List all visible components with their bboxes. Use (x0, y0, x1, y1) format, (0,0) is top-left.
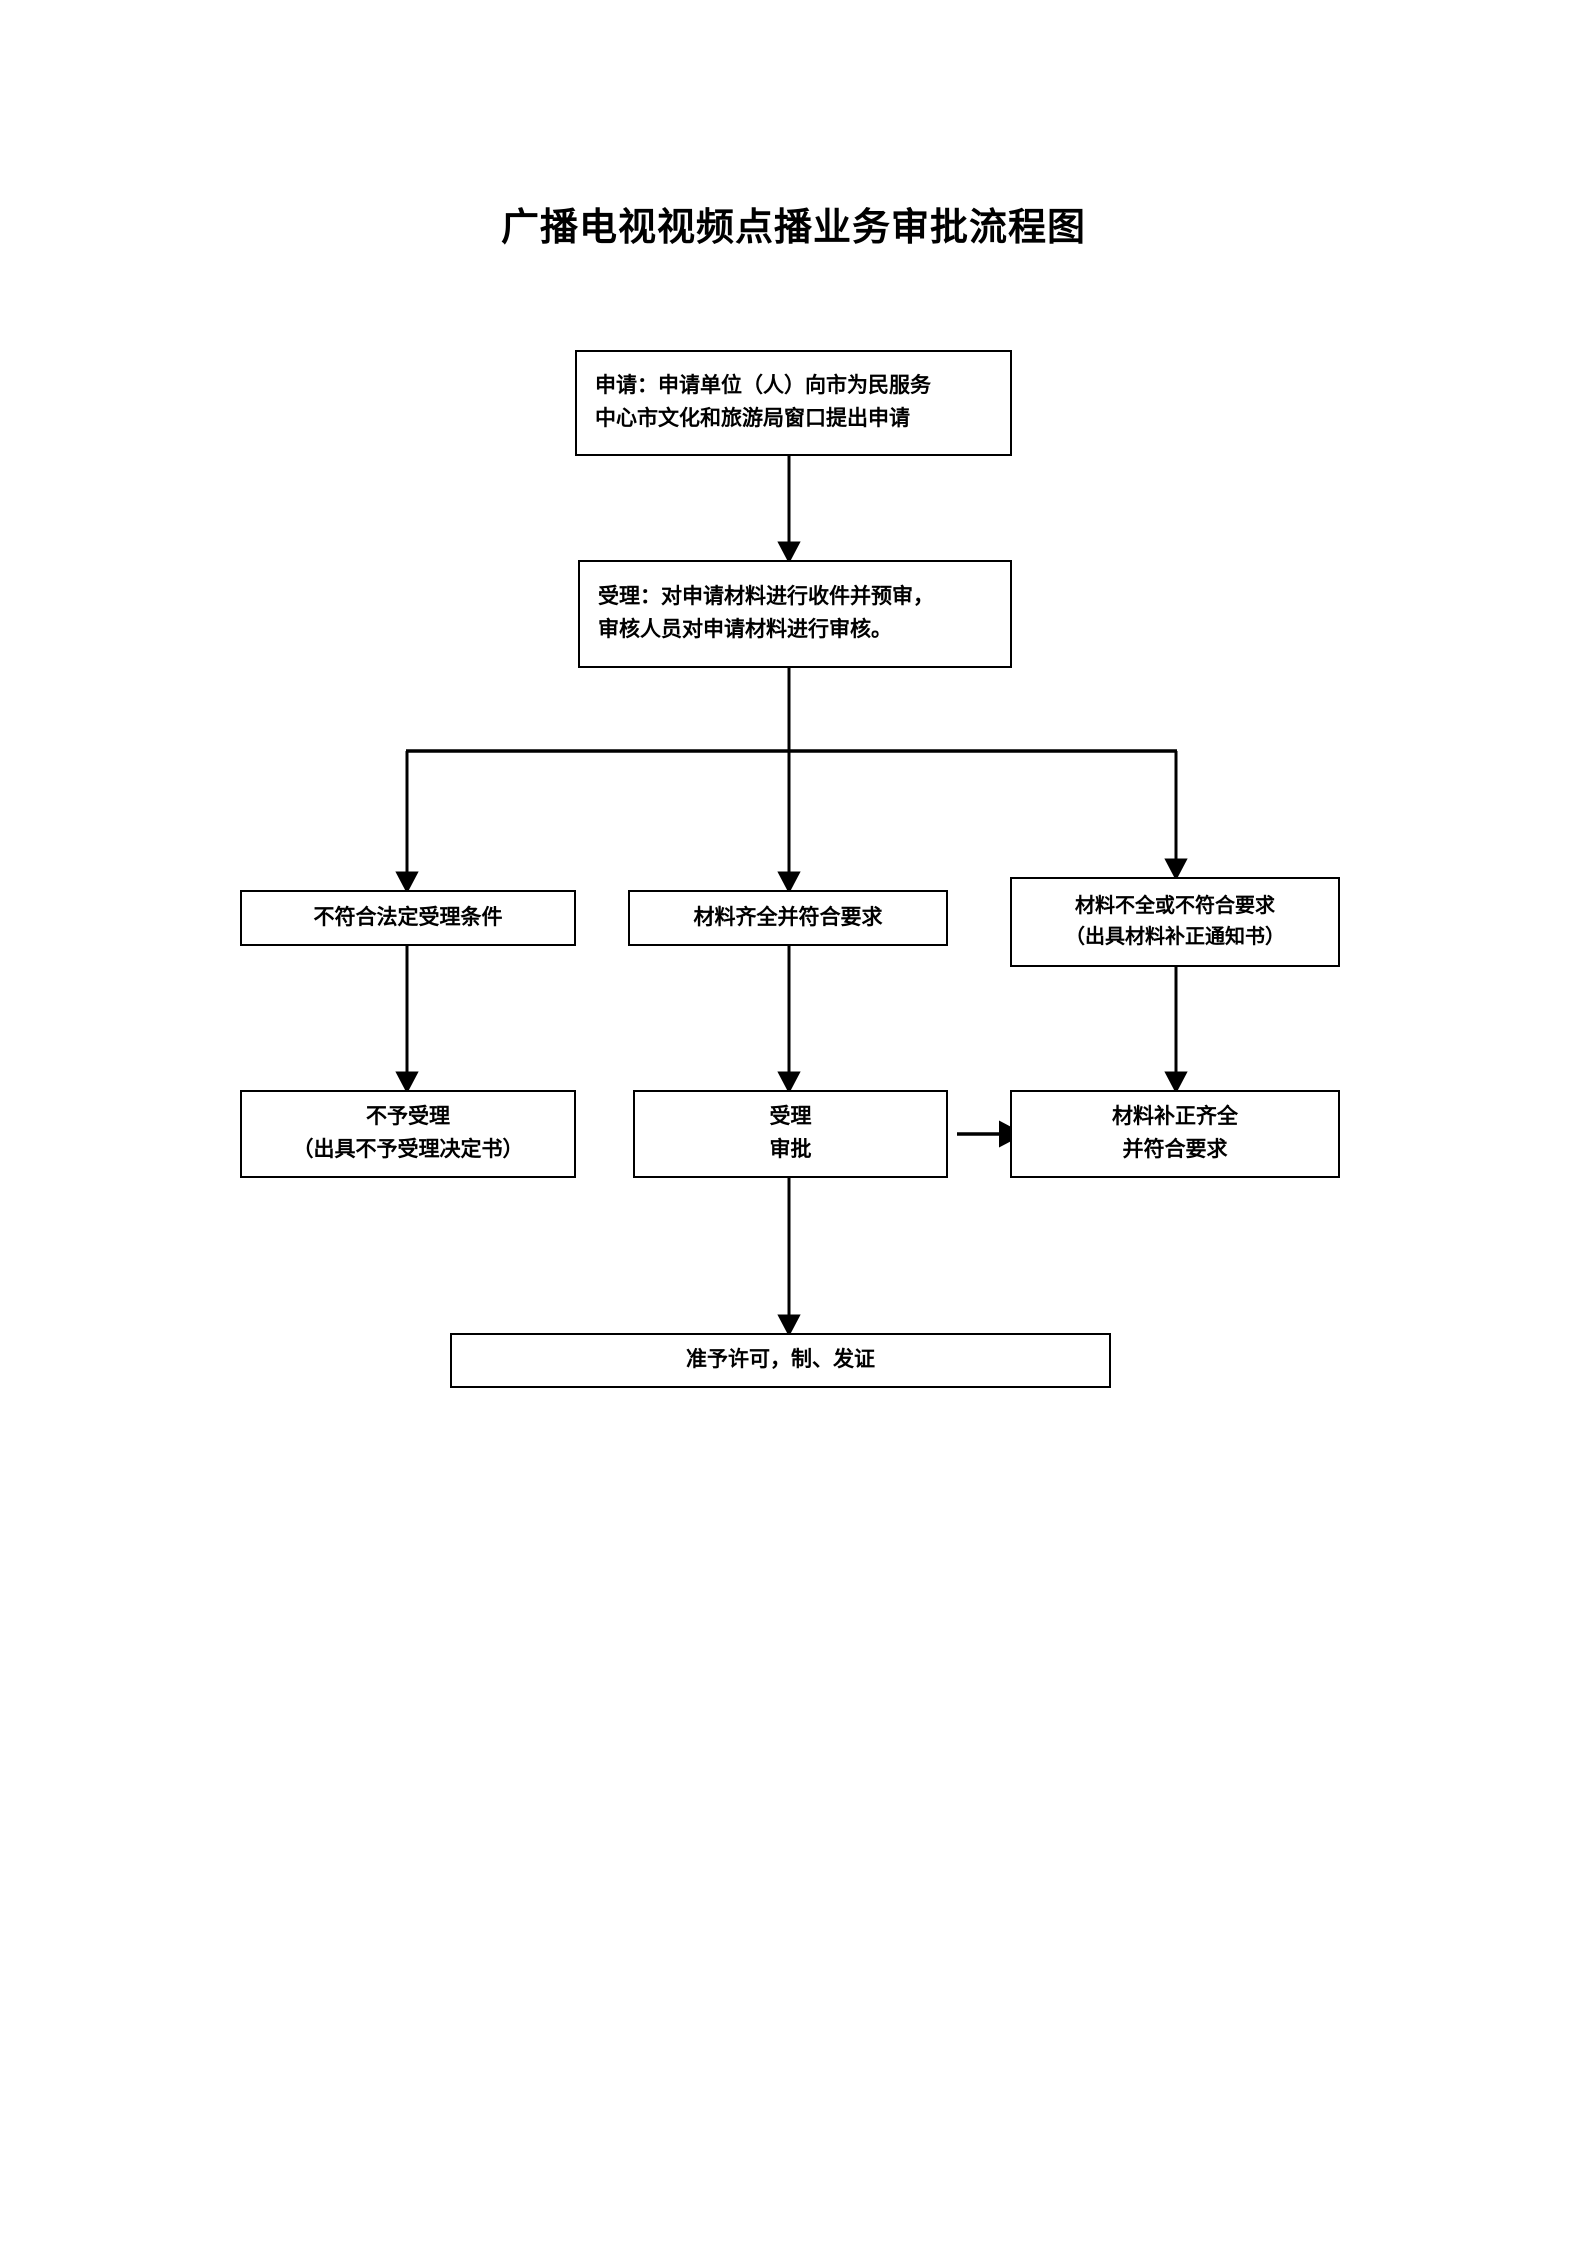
node-materials-incomplete-line-2: （出具材料补正通知书） (1065, 926, 1285, 948)
node-rejected-line-1: 不予受理 (366, 1105, 450, 1129)
node-process-approve-line-2: 审批 (769, 1138, 812, 1161)
node-grant-license-line-1: 准予许可，制、发证 (686, 1348, 875, 1372)
node-materials-incomplete[interactable]: 材料不全或不符合要求 （出具材料补正通知书） (1010, 877, 1340, 967)
node-process-approve-line-1: 受理 (769, 1105, 812, 1129)
node-materials-fixed-line-1: 材料补正齐全 (1112, 1105, 1238, 1129)
node-not-meeting-conditions-line-1: 不符合法定受理条件 (313, 905, 503, 929)
node-materials-complete[interactable]: 材料齐全并符合要求 (628, 890, 948, 946)
node-rejected-line-2: （出具不予受理决定书） (292, 1138, 524, 1161)
node-accept-line-1: 受理：对申请材料进行收件并预审， (598, 585, 934, 609)
node-materials-fixed-line-2: 并符合要求 (1122, 1138, 1228, 1161)
node-apply[interactable]: 申请：申请单位（人）向市为民服务 中心市文化和旅游局窗口提出申请 (575, 350, 1012, 456)
node-not-meeting-conditions[interactable]: 不符合法定受理条件 (240, 890, 576, 946)
node-apply-line-2: 中心市文化和旅游局窗口提出申请 (595, 407, 910, 430)
node-materials-incomplete-line-1: 材料不全或不符合要求 (1075, 895, 1275, 917)
page-title: 广播电视视频点播业务审批流程图 (500, 207, 1086, 249)
node-apply-line-1: 申请：申请单位（人）向市为民服务 (595, 374, 931, 398)
node-materials-complete-line-1: 材料齐全并符合要求 (693, 905, 883, 929)
node-grant-license[interactable]: 准予许可，制、发证 (450, 1333, 1111, 1388)
node-process-approve[interactable]: 受理 审批 (633, 1090, 948, 1178)
node-accept[interactable]: 受理：对申请材料进行收件并预审， 审核人员对申请材料进行审核。 (578, 560, 1012, 668)
node-accept-line-2: 审核人员对申请材料进行审核。 (598, 618, 892, 641)
node-rejected[interactable]: 不予受理 （出具不予受理决定书） (240, 1090, 576, 1178)
node-materials-fixed[interactable]: 材料补正齐全 并符合要求 (1010, 1090, 1340, 1178)
